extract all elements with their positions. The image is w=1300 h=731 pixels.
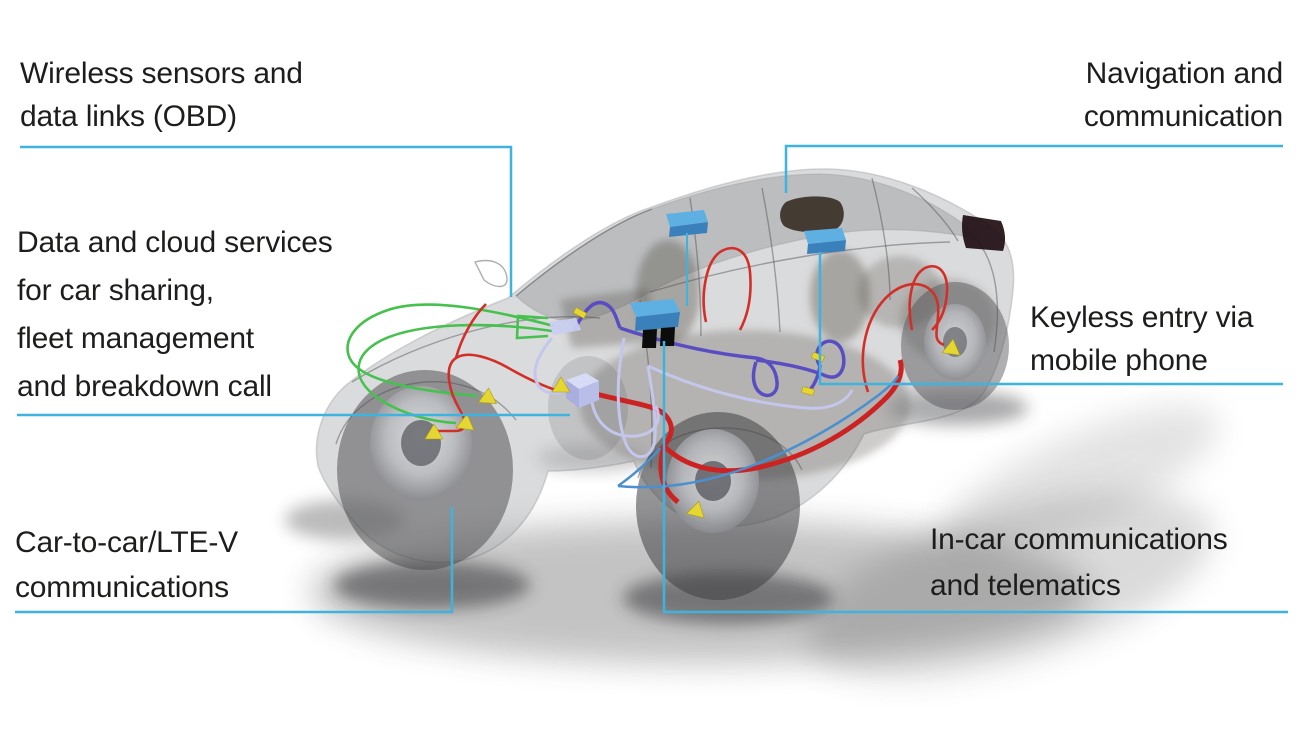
antenna-markers bbox=[424, 307, 961, 519]
callout-keyless bbox=[818, 252, 1283, 386]
taillight bbox=[962, 215, 1006, 251]
label-line: Car-to-car/LTE-V bbox=[15, 526, 238, 559]
blue-wires bbox=[617, 375, 900, 489]
antenna-marker-icon bbox=[455, 413, 475, 431]
callout-wireless-sensors bbox=[20, 145, 513, 297]
label-line: In-car communications bbox=[930, 523, 1228, 556]
front-headrest-device bbox=[666, 210, 708, 237]
label-line: for car sharing, bbox=[17, 274, 214, 307]
label-line: Keyless entry via bbox=[1030, 301, 1254, 334]
label-wireless-sensors: Wireless sensors and data links (OBD) bbox=[20, 52, 303, 138]
callout-car-to-car bbox=[15, 507, 454, 614]
antenna-marker-icon bbox=[477, 387, 497, 404]
rear-headrest-device bbox=[804, 228, 846, 254]
label-line: Navigation and bbox=[1085, 57, 1284, 90]
label-line: fleet management bbox=[17, 322, 254, 355]
label-navigation: Navigation and communication bbox=[1084, 52, 1283, 138]
main-red-harness bbox=[595, 359, 904, 504]
harness-connector bbox=[549, 318, 581, 335]
lavender-wires bbox=[533, 337, 854, 459]
label-line: communication bbox=[1083, 100, 1283, 133]
label-keyless-entry: Keyless entry via mobile phone bbox=[1030, 296, 1254, 382]
wire-connector-icon bbox=[801, 386, 815, 396]
gateway-cube bbox=[566, 373, 599, 408]
callout-in-car bbox=[662, 341, 1288, 614]
antenna-marker-icon bbox=[424, 423, 444, 440]
label-in-car-communications: In-car communications and telematics bbox=[930, 517, 1228, 609]
label-line: and telematics bbox=[930, 569, 1121, 602]
red-wires bbox=[436, 246, 949, 433]
antenna-marker-icon bbox=[685, 500, 705, 519]
label-car-to-car: Car-to-car/LTE-V communications bbox=[15, 520, 238, 610]
label-line: data links (OBD) bbox=[20, 100, 237, 133]
label-data-cloud-services: Data and cloud services for car sharing,… bbox=[17, 219, 333, 411]
roof-antenna-module bbox=[780, 196, 844, 233]
antenna-marker-icon bbox=[551, 376, 571, 393]
label-line: Data and cloud services bbox=[17, 226, 333, 259]
wire-connector-icon bbox=[573, 307, 587, 319]
label-line: and breakdown call bbox=[17, 370, 272, 403]
label-line: Wireless sensors and bbox=[20, 57, 303, 90]
label-line: mobile phone bbox=[1030, 344, 1208, 377]
antenna-marker-icon bbox=[941, 338, 961, 356]
label-line: communications bbox=[15, 571, 229, 604]
callout-lines bbox=[15, 144, 1288, 614]
callout-navigation bbox=[784, 144, 1283, 193]
devices bbox=[549, 210, 846, 408]
